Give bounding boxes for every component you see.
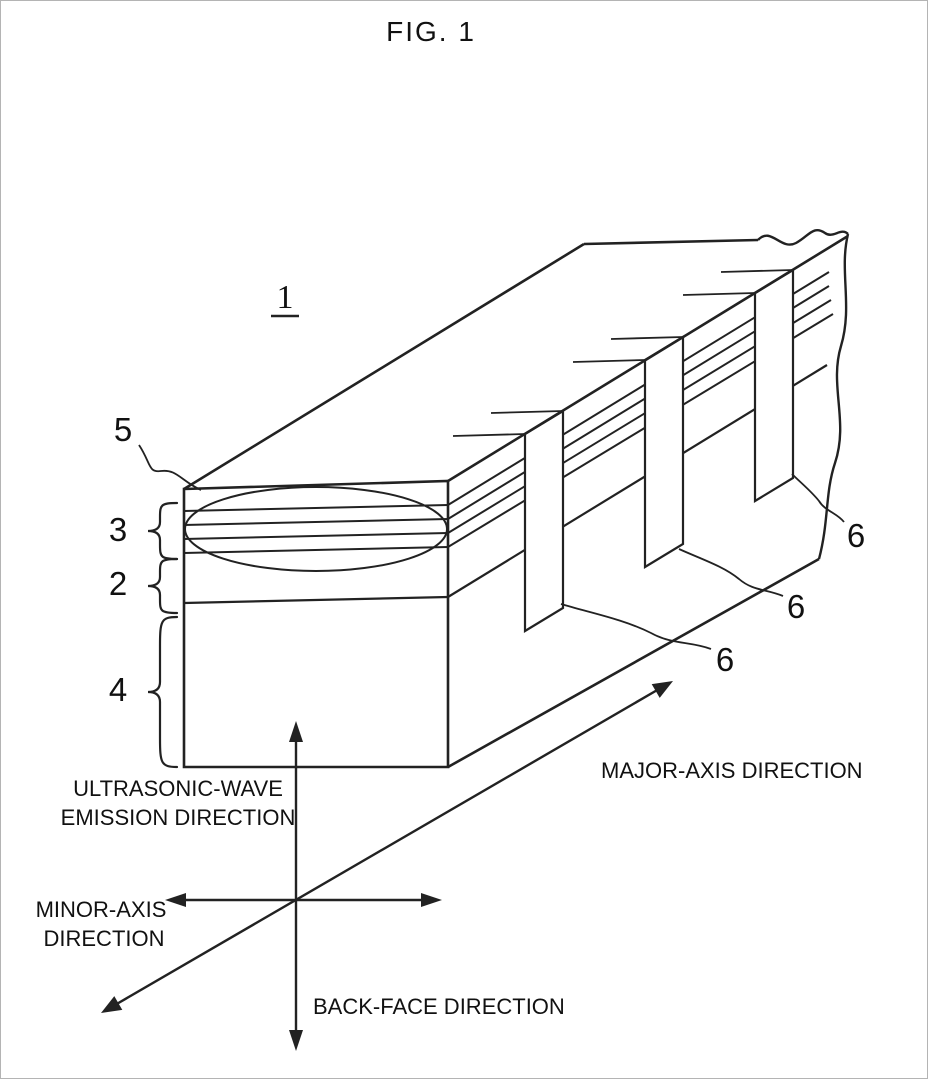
groove-middle	[643, 335, 685, 569]
arrow-head-upper-right	[651, 681, 673, 698]
arrow-head-lower-left	[101, 996, 123, 1013]
arrow-head-down	[289, 1030, 303, 1051]
arrow-head-up	[289, 721, 303, 742]
figure-title: FIG. 1	[386, 16, 476, 47]
near-top-edge	[447, 234, 849, 483]
label-matching-3: 3	[109, 511, 127, 548]
torn-top-edge	[757, 229, 849, 246]
leader-line-5	[138, 444, 202, 491]
brace-3	[147, 501, 179, 561]
brace-4	[147, 615, 179, 769]
groove-far	[753, 268, 795, 503]
label-groove-far-6: 6	[847, 517, 865, 554]
brace-2	[147, 557, 179, 615]
label-piezo-2: 2	[109, 565, 127, 602]
side-face-bottom-edge	[447, 557, 820, 769]
arrow-head-right	[421, 893, 442, 907]
leader-line-6-middle	[678, 548, 784, 597]
arrow-head-left	[165, 893, 186, 907]
leader-line-6-far	[791, 473, 845, 523]
vertical-axis-arrow	[289, 721, 303, 1051]
major-axis-arrow	[101, 681, 673, 1013]
minor-axis-arrow	[165, 893, 442, 907]
emission-direction-label-line1: ULTRASONIC-WAVE	[73, 776, 283, 801]
top-face-back-edge	[583, 238, 759, 246]
top-face-left-edge	[183, 242, 585, 491]
leader-line-6-near	[560, 603, 712, 650]
label-groove-near-6: 6	[716, 641, 734, 678]
top-face-kerf-marks	[452, 269, 794, 437]
major-axis-direction-label: MAJOR-AXIS DIRECTION	[601, 758, 863, 783]
groove-near	[523, 409, 565, 633]
grooves	[523, 268, 795, 633]
emission-direction-label-line2: EMISSION DIRECTION	[61, 805, 296, 830]
minor-axis-direction-label-line2: DIRECTION	[44, 926, 165, 951]
back-face-direction-label: BACK-FACE DIRECTION	[313, 994, 565, 1019]
label-backing-4: 4	[109, 671, 127, 708]
minor-axis-direction-label-line1: MINOR-AXIS	[36, 897, 167, 922]
label-groove-middle-6: 6	[787, 588, 805, 625]
acoustic-lens-curve	[184, 486, 448, 572]
device-reference-label: 1	[277, 279, 294, 316]
front-face	[182, 479, 450, 769]
front-face-layer-lines	[183, 504, 449, 605]
torn-right-edge	[817, 233, 850, 560]
label-lens-5: 5	[114, 411, 132, 448]
top-face	[183, 229, 849, 491]
